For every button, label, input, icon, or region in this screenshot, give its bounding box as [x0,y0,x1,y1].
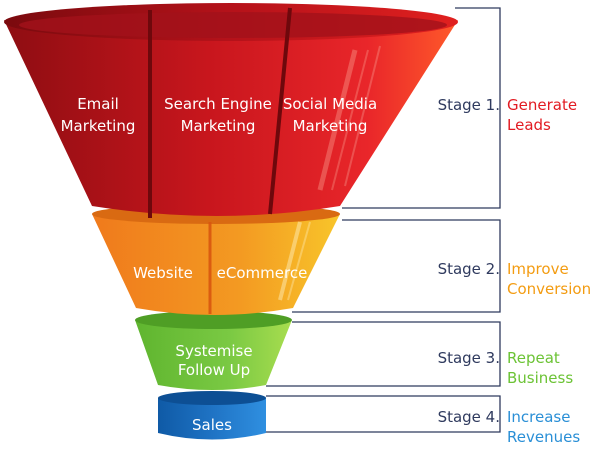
stage-4-label: Stage 4. Increase Revenues [438,408,581,446]
middle-segment-website-label: Website [133,264,193,282]
lower-segment-label-line-1: Systemise [175,342,252,360]
top-segment-group: Email Marketing Search Engine Marketing … [4,3,458,218]
stage-3-title-line-2: Business [507,369,573,387]
stage-4-title-line-1: Increase [507,408,570,426]
bracket-stage-4 [266,395,501,433]
base-segment-label: Sales [192,416,232,434]
stage-3-title-line-1: Repeat [507,349,560,367]
stage-1-title-line-1: Generate [507,96,577,114]
lower-segment-label-line-2: Follow Up [178,361,250,379]
lower-segment-follow-up: Systemise Follow Up [135,311,292,390]
top-segment-email-line-2: Marketing [61,117,136,135]
stage-2-label: Stage 2. Improve Conversion [438,260,592,298]
stage-4-title-line-2: Revenues [507,428,580,446]
bracket-stage-2 [292,219,501,313]
stage-2-title-line-2: Conversion [507,280,591,298]
middle-segment-group: Website eCommerce [92,204,340,315]
top-segment-seo-line-1: Search Engine [164,95,272,113]
stage-3-number: Stage 3. [438,349,500,367]
stage-1-title-line-2: Leads [507,116,551,134]
stage-1-label: Stage 1. Generate Leads [438,96,578,134]
top-segment-seo-line-2: Marketing [181,117,256,135]
top-segment-social-line-2: Marketing [293,117,368,135]
bracket-stage-1 [342,7,501,209]
bracket-stage-3 [266,321,501,387]
middle-segment-ecommerce-label: eCommerce [217,264,308,282]
top-segment-social-line-1: Social Media [283,95,377,113]
stage-1-number: Stage 1. [438,96,500,114]
stage-3-label: Stage 3. Repeat Business [438,349,574,387]
base-segment-sales: Sales [158,391,266,440]
top-segment-email-line-1: Email [77,95,119,113]
stage-brackets [266,7,501,433]
stage-2-title-line-1: Improve [507,260,569,278]
stage-2-number: Stage 2. [438,260,500,278]
stage-4-number: Stage 4. [438,408,500,426]
